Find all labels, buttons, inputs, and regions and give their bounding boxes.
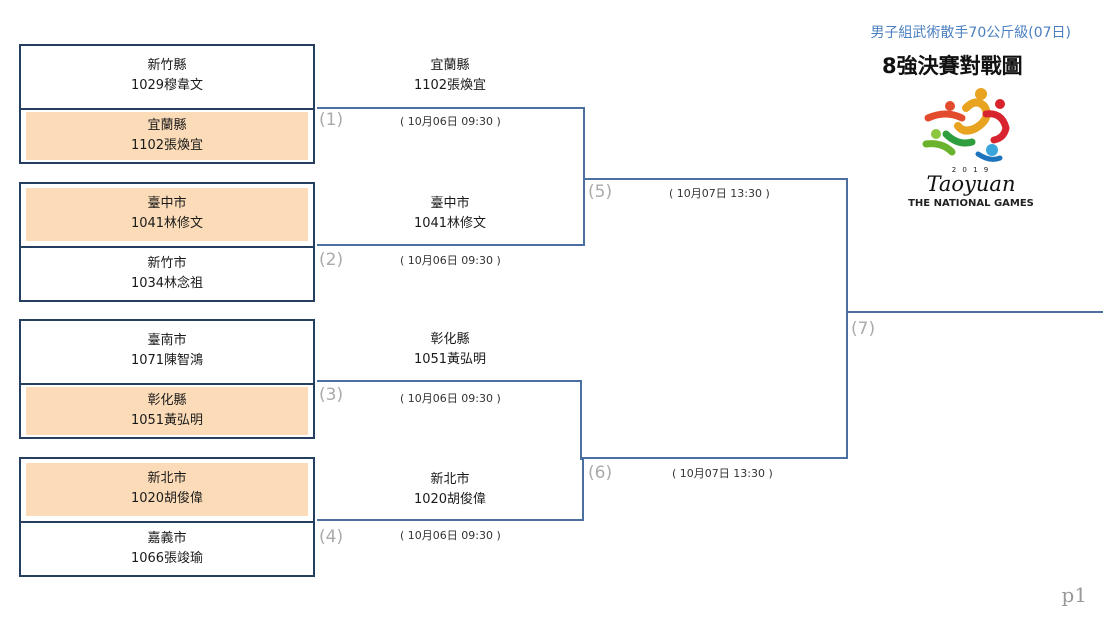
match-2-bottom-slot: 新竹市 1034林念祖: [21, 248, 313, 300]
team-county: 臺南市: [147, 333, 187, 348]
advancer-athlete: 1051黃弘明: [413, 352, 487, 367]
advancer-county: 臺中市: [430, 196, 470, 211]
team-county: 新竹縣: [147, 58, 187, 73]
slot-divider: [21, 246, 313, 248]
match-3-top-slot: 臺南市 1071陳智鴻: [21, 321, 313, 381]
team-county: 新竹市: [147, 256, 187, 271]
team-county: 臺中市: [147, 196, 187, 211]
team-athlete: 1071陳智鴻: [130, 353, 204, 368]
match-4-box: 新北市 1020胡俊偉 嘉義市 1066張竣瑜: [19, 457, 315, 577]
match-number-2: (2): [319, 250, 344, 270]
event-subtitle: 男子組武術散手70公斤級(07日): [870, 25, 1071, 41]
advancer-athlete: 1020胡俊偉: [413, 492, 487, 507]
match-number-5: (5): [588, 182, 613, 202]
advancer-athlete: 1041林修文: [413, 216, 487, 231]
match-time-6: ( 10月07日 13:30 ): [672, 467, 773, 480]
match-time-2: ( 10月06日 09:30 ): [400, 254, 501, 267]
match-number-6: (6): [588, 463, 613, 483]
match-1-box: 新竹縣 1029穆韋文 宜蘭縣 1102張煥宜: [19, 44, 315, 164]
advancer-county: 宜蘭縣: [430, 58, 470, 73]
national-games-logo: 2 0 1 9 Taoyuan THE NATIONAL GAMES: [906, 88, 1036, 213]
logo-wordmark: Taoyuan: [926, 172, 1016, 196]
match-time-5: ( 10月07日 13:30 ): [669, 187, 770, 200]
bracket-line: [584, 178, 847, 180]
bracket-title: 8強決賽對戰圖: [882, 54, 1023, 78]
bracket-line: [847, 311, 1103, 313]
match-2-top-slot-winner: 臺中市 1041林修文: [21, 184, 313, 244]
match-3-bottom-slot-winner: 彰化縣 1051黃弘明: [21, 385, 313, 437]
slot-divider: [21, 108, 313, 110]
bracket-line: [583, 107, 585, 246]
match-number-3: (3): [319, 385, 344, 405]
match-4-top-slot-winner: 新北市 1020胡俊偉: [21, 459, 313, 519]
team-athlete: 1102張煥宜: [130, 138, 204, 153]
team-athlete: 1020胡俊偉: [130, 491, 204, 506]
bracket-line: [317, 380, 581, 382]
bracket-line: [582, 458, 584, 521]
advancer-1: 宜蘭縣 1102張煥宜: [320, 56, 580, 96]
advancer-county: 新北市: [430, 472, 470, 487]
bracket-line: [582, 457, 847, 459]
match-4-bottom-slot: 嘉義市 1066張竣瑜: [21, 523, 313, 575]
slot-divider: [21, 383, 313, 385]
advancer-2: 臺中市 1041林修文: [320, 194, 580, 234]
match-number-4: (4): [319, 527, 344, 547]
slot-divider: [21, 521, 313, 523]
team-county: 彰化縣: [147, 393, 187, 408]
team-county: 嘉義市: [147, 531, 187, 546]
team-athlete: 1029穆韋文: [130, 78, 204, 93]
figures-emblem-icon: [922, 88, 1010, 162]
match-time-4: ( 10月06日 09:30 ): [400, 529, 501, 542]
bracket-line: [580, 380, 582, 460]
advancer-athlete: 1102張煥宜: [413, 78, 487, 93]
match-time-1: ( 10月06日 09:30 ): [400, 115, 501, 128]
bracket-line: [317, 107, 584, 109]
bracket-line: [846, 178, 848, 459]
logo-year: 2 0 1 9: [951, 166, 991, 174]
match-number-7: (7): [851, 319, 876, 339]
match-3-box: 臺南市 1071陳智鴻 彰化縣 1051黃弘明: [19, 319, 315, 439]
logo-caption: THE NATIONAL GAMES: [908, 198, 1034, 209]
team-athlete: 1051黃弘明: [130, 413, 204, 428]
team-county: 宜蘭縣: [147, 118, 187, 133]
team-county: 新北市: [147, 471, 187, 486]
bracket-line: [317, 244, 584, 246]
page-number: p1: [1061, 583, 1087, 607]
team-athlete: 1034林念祖: [130, 276, 204, 291]
match-number-1: (1): [319, 110, 344, 130]
team-athlete: 1066張竣瑜: [130, 551, 204, 566]
match-1-top-slot: 新竹縣 1029穆韋文: [21, 46, 313, 106]
match-2-box: 臺中市 1041林修文 新竹市 1034林念祖: [19, 182, 315, 302]
advancer-3: 彰化縣 1051黃弘明: [320, 330, 580, 370]
match-time-3: ( 10月06日 09:30 ): [400, 392, 501, 405]
match-1-bottom-slot-winner: 宜蘭縣 1102張煥宜: [21, 110, 313, 162]
bracket-line: [317, 519, 584, 521]
advancer-county: 彰化縣: [430, 332, 470, 347]
team-athlete: 1041林修文: [130, 216, 204, 231]
advancer-4: 新北市 1020胡俊偉: [320, 470, 580, 510]
